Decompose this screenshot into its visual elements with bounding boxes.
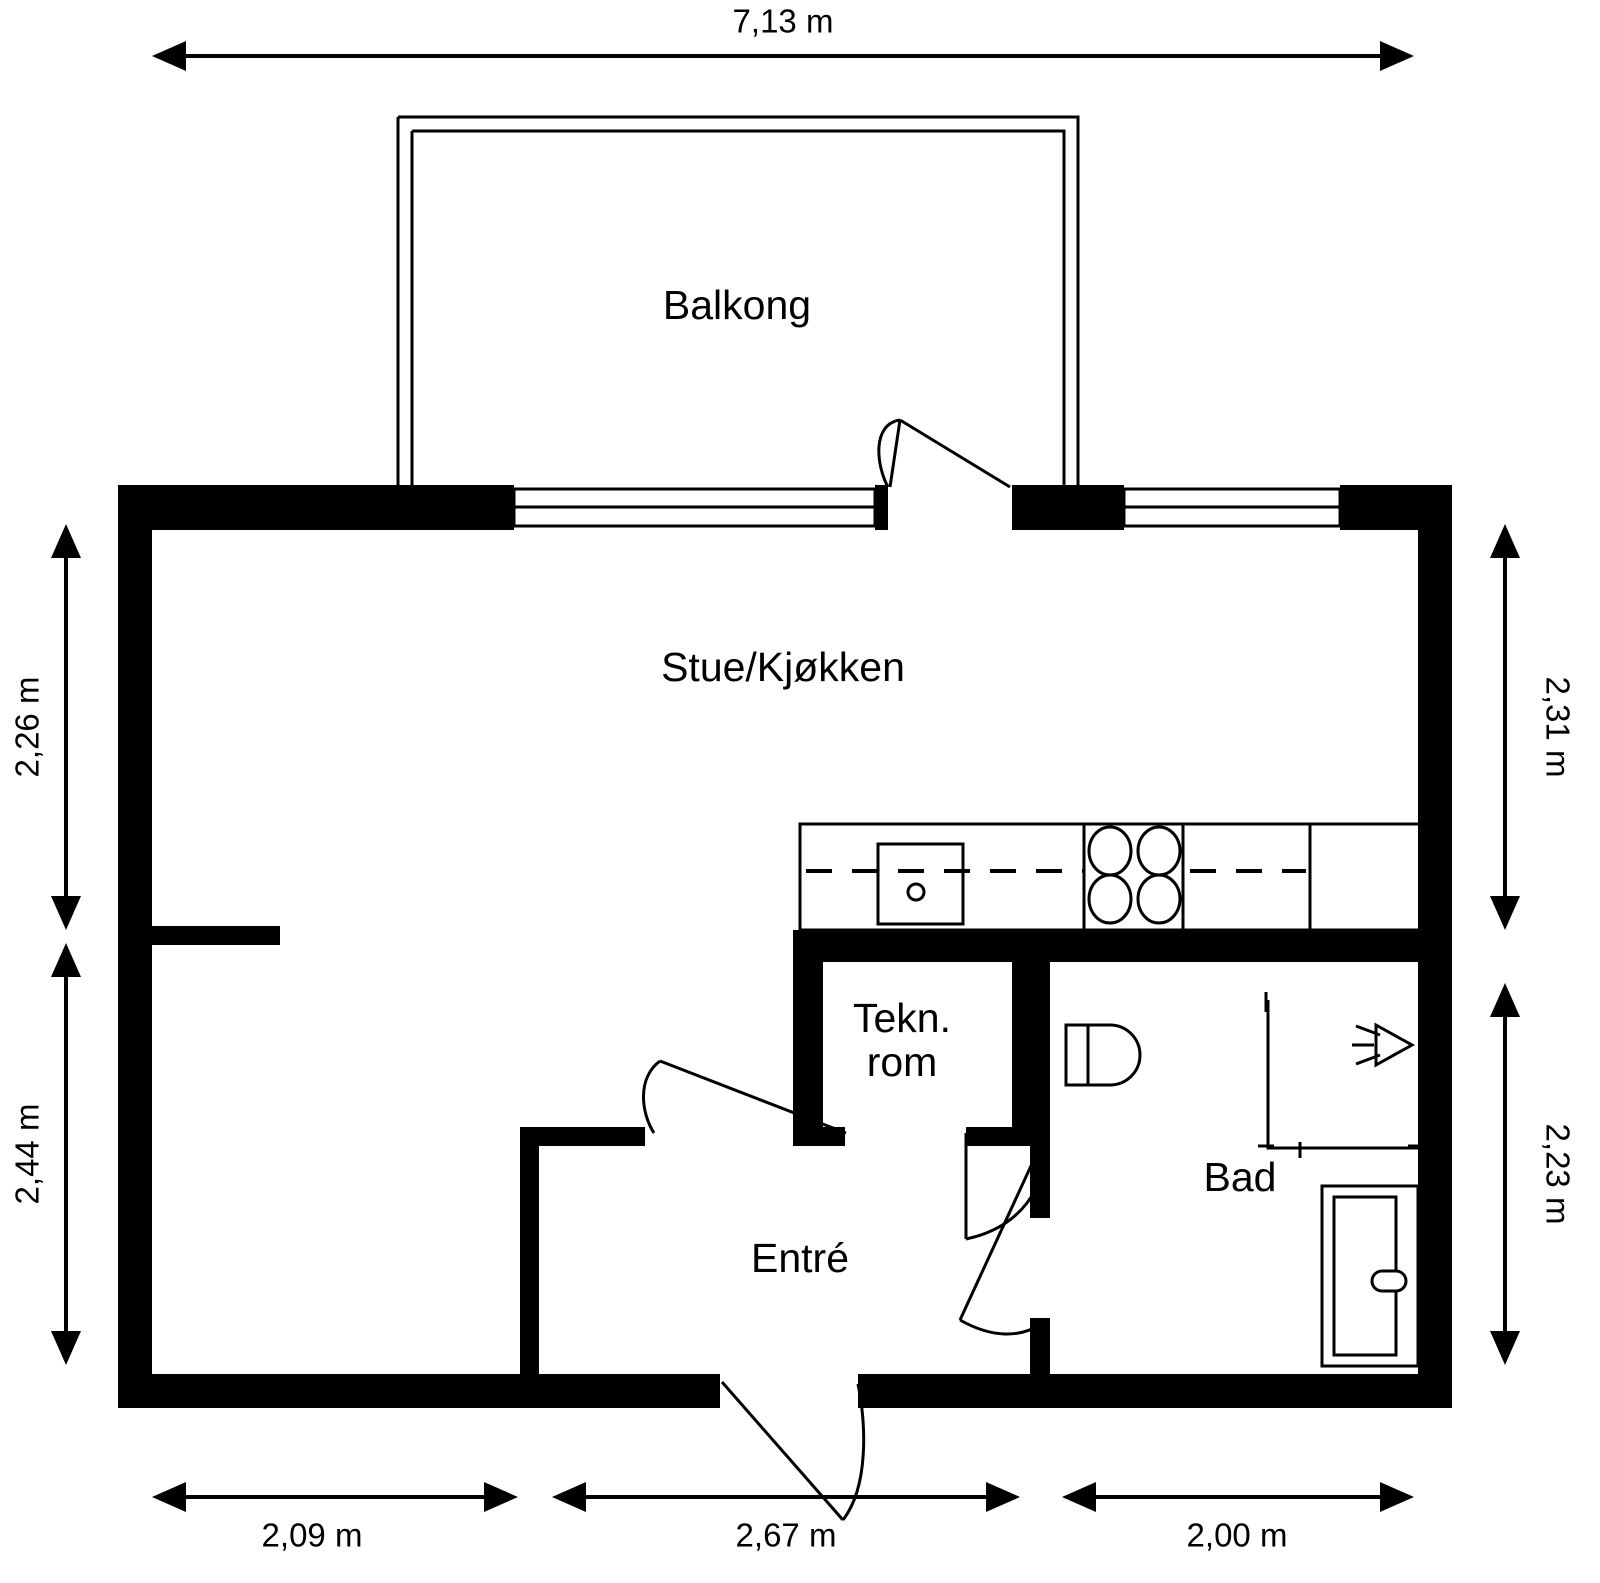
dimension-label-left-lower: 2,44 m	[9, 1104, 46, 1205]
room-label-tekn-rom-line1: Tekn.	[853, 995, 951, 1041]
dimension-overall-width: 7,13 m	[152, 3, 1414, 71]
door-bad[interactable]	[958, 1154, 1047, 1336]
dimension-label-overall-width: 7,13 m	[733, 3, 834, 40]
sink-fixture	[876, 842, 965, 926]
dimension-right-upper: 2,31 m	[1490, 524, 1576, 930]
balcony-outline	[396, 115, 1080, 497]
dimension-bottom-mid: 2,67 m	[552, 1482, 1020, 1554]
window-balcony-left	[512, 487, 877, 528]
dimension-right-lower: 2,23 m	[1490, 983, 1576, 1365]
dimension-label-right-lower: 2,23 m	[1539, 1124, 1576, 1225]
dimension-label-bottom-left: 2,09 m	[262, 1517, 363, 1554]
room-label-entre: Entré	[751, 1235, 849, 1281]
dimension-left-lower: 2,44 m	[9, 943, 81, 1365]
dimension-bottom-right: 2,00 m	[1062, 1482, 1414, 1554]
room-label-balkong: Balkong	[663, 282, 811, 328]
window-balcony-right	[1122, 487, 1342, 528]
washing-machine-fixture	[1258, 992, 1424, 1158]
door-tekn-rom[interactable]	[642, 1059, 847, 1135]
door-tekn-rom-side[interactable]	[964, 1132, 1049, 1241]
stove-fixture	[1087, 825, 1182, 925]
dimension-label-bottom-mid: 2,67 m	[736, 1517, 837, 1554]
kitchen-counter	[798, 822, 1422, 932]
interior-walls	[152, 926, 1418, 1374]
dimension-left-upper: 2,26 m	[9, 524, 81, 930]
dimension-label-bottom-right: 2,00 m	[1187, 1517, 1288, 1554]
dimension-label-right-upper: 2,31 m	[1539, 677, 1576, 778]
dimension-bottom-left: 2,09 m	[152, 1482, 518, 1554]
shower-fixture	[1320, 1184, 1420, 1368]
dimension-label-left-upper: 2,26 m	[9, 677, 46, 778]
room-label-tekn-rom-line2: rom	[867, 1039, 938, 1085]
door-balcony[interactable]	[877, 418, 1011, 489]
room-label-bad: Bad	[1204, 1154, 1277, 1200]
outer-walls	[118, 485, 1452, 1408]
room-label-stue-kjokken: Stue/Kjøkken	[661, 644, 905, 690]
toilet-fixture	[1064, 1023, 1142, 1087]
